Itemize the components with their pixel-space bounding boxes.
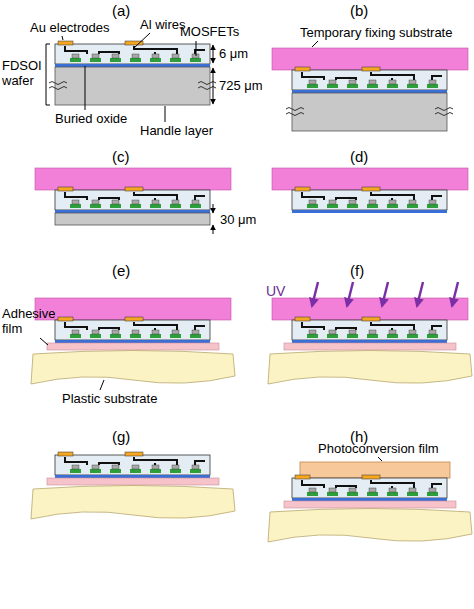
part-label: MOSFETs: [180, 24, 239, 39]
panel-label: (e): [112, 262, 130, 279]
part-label: Plastic substrate: [62, 391, 157, 406]
panel-label: (b): [350, 2, 368, 19]
part-label: Al wires: [140, 17, 186, 32]
part-label: Photoconversion film: [318, 441, 439, 456]
dimension-label: 725 μm: [219, 78, 263, 93]
part-label: FDSOI wafer: [2, 58, 44, 88]
part-label: Au electrodes: [30, 20, 110, 35]
uv-label: UV: [266, 284, 285, 299]
part-label: Buried oxide: [55, 111, 127, 126]
dimension-label: 30 μm: [220, 212, 256, 227]
panel-label: (f): [350, 262, 364, 279]
part-label: Adhesive film: [2, 306, 50, 336]
panel-label: (g): [112, 428, 130, 445]
panel-label: (c): [112, 148, 130, 165]
part-label: Temporary fixing substrate: [300, 25, 452, 40]
dimension-label: 6 μm: [219, 46, 248, 61]
panel-label: (a): [112, 2, 130, 19]
part-label: Handle layer: [140, 123, 213, 138]
panel-label: (d): [350, 148, 368, 165]
